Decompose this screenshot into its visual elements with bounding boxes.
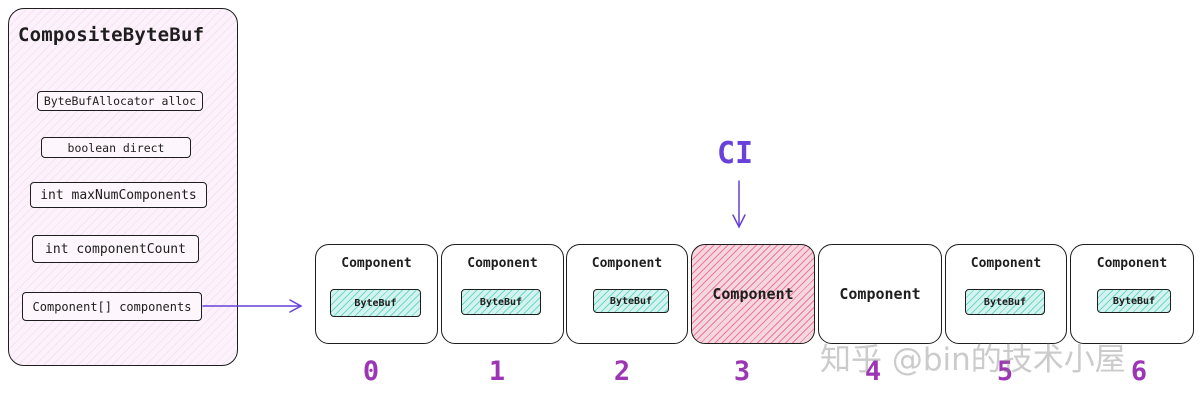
component-0: Component ByteBuf (315, 244, 438, 344)
component-label: Component (467, 256, 538, 271)
index-label-1: 1 (488, 356, 506, 387)
field-direct: boolean direct (41, 137, 191, 158)
watermark: 知乎 @bin的技术小屋 (820, 342, 1126, 378)
component-4: Component (818, 244, 942, 344)
bytebuf-box: ByteBuf (965, 289, 1045, 315)
component-5: Component ByteBuf (945, 244, 1067, 344)
field-max-num-components: int maxNumComponents (30, 182, 207, 208)
bytebuf-box: ByteBuf (330, 289, 421, 317)
index-label-6: 6 (1130, 356, 1148, 387)
component-2: Component ByteBuf (566, 244, 688, 344)
component-label: Component (341, 256, 412, 271)
component-label: Component (839, 285, 921, 303)
index-label-5: 5 (996, 356, 1014, 387)
field-components-array: Component[] components (22, 292, 202, 321)
component-label: Component (712, 285, 794, 303)
index-label-0: 0 (362, 356, 380, 387)
field-component-count: int componentCount (32, 235, 199, 263)
ci-arrow (732, 180, 746, 229)
component-3-highlighted: Component (691, 244, 815, 344)
component-label: Component (970, 256, 1042, 271)
class-title: CompositeByteBuf (18, 24, 205, 46)
component-6: Component ByteBuf (1070, 244, 1194, 344)
component-1: Component ByteBuf (441, 244, 564, 344)
components-arrow (202, 299, 303, 313)
field-alloc: ByteBufAllocator alloc (37, 91, 203, 111)
component-label: Component (1096, 256, 1168, 271)
index-label-2: 2 (613, 356, 631, 387)
index-label-4: 4 (864, 356, 882, 387)
bytebuf-box: ByteBuf (461, 289, 541, 315)
bytebuf-box: ByteBuf (593, 289, 669, 313)
bytebuf-box: ByteBuf (1097, 289, 1171, 313)
index-label-3: 3 (733, 356, 751, 387)
ci-pointer-label: CI (716, 136, 754, 171)
component-label: Component (591, 256, 663, 271)
